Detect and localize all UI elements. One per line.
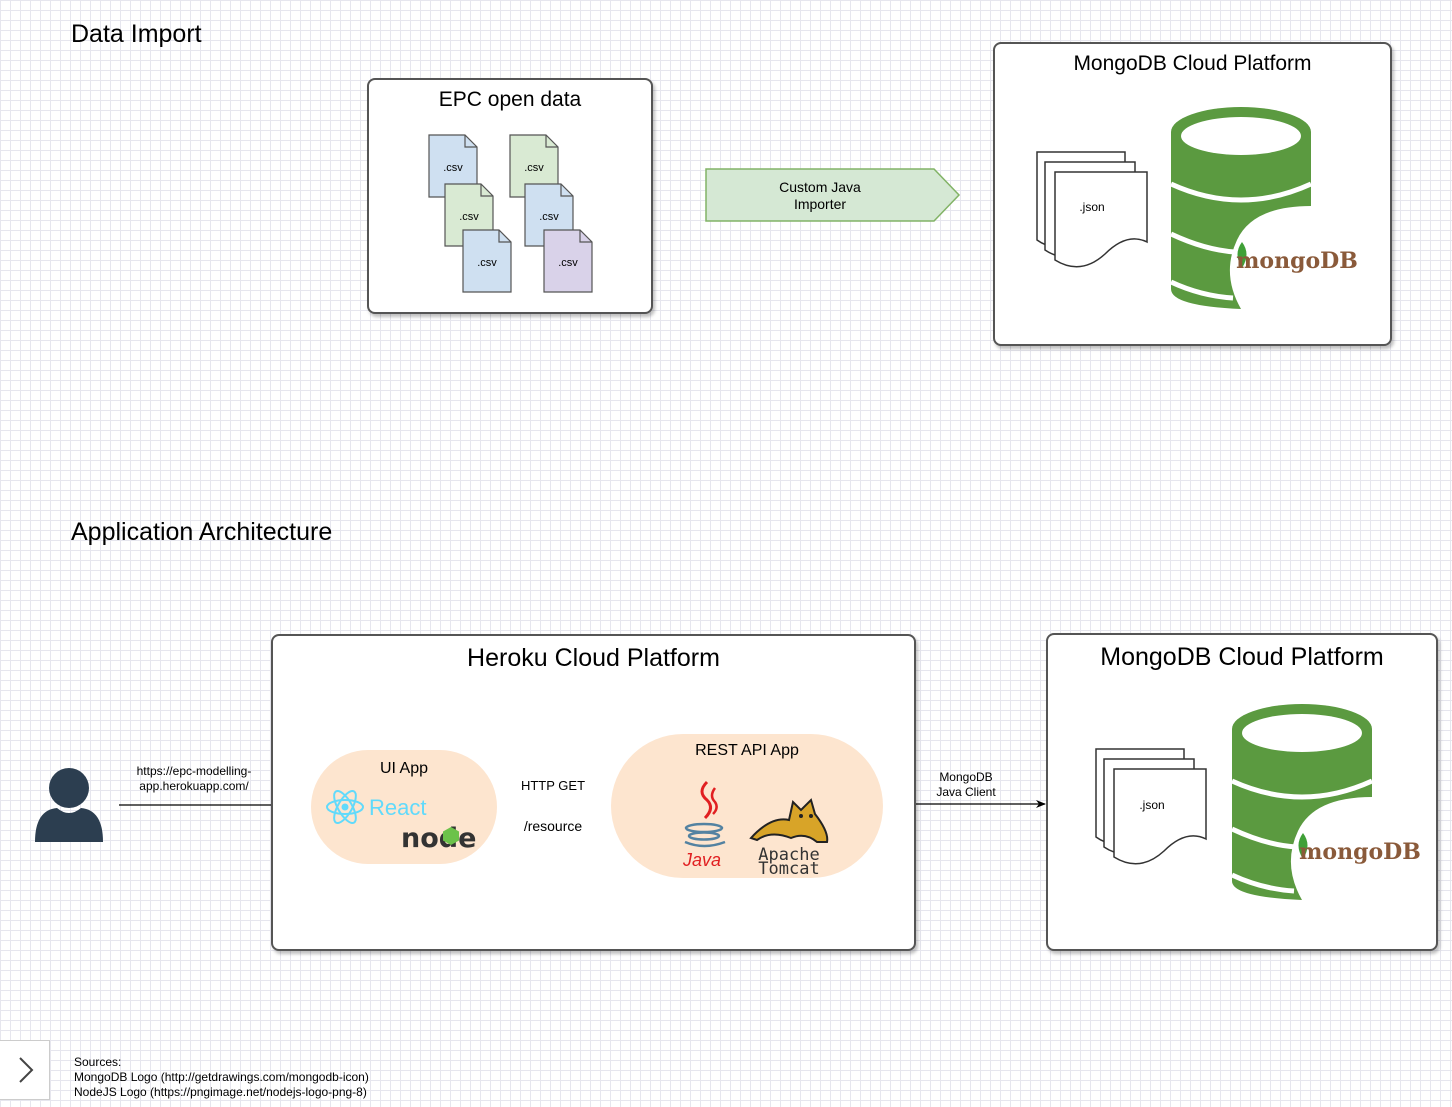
ui-app-logos: React node: [326, 790, 476, 854]
importer-arrow-shape[interactable]: [705, 168, 961, 222]
csv-file-label: .csv: [477, 257, 497, 269]
mongodb-logo-text: mongoDB: [1299, 839, 1421, 865]
http-method-label: HTTP GET: [520, 778, 586, 793]
importer-label: Custom Java Importer: [706, 179, 960, 213]
csv-file-label: .csv: [459, 211, 479, 223]
http-resource-label: /resource: [523, 818, 583, 834]
user-link-line1: https://epc-modelling-: [136, 764, 252, 778]
user-icon[interactable]: [33, 766, 105, 844]
csv-file-icon[interactable]: .csv: [543, 229, 593, 293]
heroku-box-title: Heroku Cloud Platform: [467, 644, 720, 672]
csv-files-group: .csv .csv .csv .csv .csv .csv: [428, 134, 593, 293]
csv-file-label: .csv: [443, 162, 463, 174]
user-link-label[interactable]: https://epc-modelling- app.herokuapp.com…: [120, 764, 268, 794]
epc-open-data-box[interactable]: EPC open data .csv .csv .csv .csv .csv: [367, 78, 653, 314]
tomcat-logo-line1: Apache: [758, 845, 819, 865]
mongodb-cloud-box-top[interactable]: MongoDB Cloud Platform .json mongoDB: [993, 42, 1392, 346]
section-title-data-import: Data Import: [71, 20, 202, 48]
mongo-client-label: MongoDB Java Client: [916, 770, 1016, 800]
sources-note: Sources: MongoDB Logo (http://getdrawing…: [74, 1055, 369, 1100]
sources-line1: MongoDB Logo (http://getdrawings.com/mon…: [74, 1070, 369, 1084]
java-logo-text: Java: [682, 850, 721, 870]
json-documents-icon: .json: [1095, 748, 1207, 865]
mongo-top-graphics: .json mongoDB: [1036, 107, 1358, 309]
csv-file-label: .csv: [524, 162, 544, 174]
csv-file-icon[interactable]: .csv: [428, 134, 478, 198]
mongodb-bottom-box-title: MongoDB Cloud Platform: [1100, 643, 1384, 671]
tomcat-logo-line2: Tomcat: [758, 859, 819, 879]
mongodb-database-icon: mongoDB: [1169, 107, 1358, 309]
ui-app-node[interactable]: UI App React node: [311, 750, 497, 864]
section-title-app-architecture: Application Architecture: [71, 518, 333, 546]
node-hexagon-icon: [443, 827, 459, 845]
node-logo-text: node: [401, 823, 476, 854]
mongodb-cloud-box-bottom[interactable]: MongoDB Cloud Platform .json mongoDB: [1046, 633, 1438, 951]
json-doc-label: .json: [1079, 200, 1104, 214]
json-doc-label: .json: [1139, 798, 1164, 812]
heroku-cloud-box[interactable]: Heroku Cloud Platform UI App React node …: [271, 634, 916, 951]
csv-file-label: .csv: [558, 257, 578, 269]
json-documents-icon: .json: [1036, 151, 1148, 268]
mongodb-leaf-icon: [1298, 833, 1308, 859]
rest-app-logos: Java Apache Tomcat: [682, 780, 829, 879]
mongodb-logo-text: mongoDB: [1236, 248, 1358, 274]
importer-label-line2: Importer: [793, 196, 847, 212]
csv-file-label: .csv: [539, 211, 559, 223]
csv-file-icon[interactable]: .csv: [509, 134, 559, 198]
mongodb-database-icon: mongoDB: [1230, 704, 1421, 900]
user-link-line2: app.herokuapp.com/: [139, 779, 249, 793]
importer-label-line1: Custom Java: [779, 179, 861, 195]
ui-app-title: UI App: [379, 760, 429, 777]
tomcat-icon: Apache Tomcat: [749, 798, 829, 879]
react-icon: [326, 790, 364, 824]
epc-box-title: EPC open data: [438, 88, 582, 111]
mongo-bottom-graphics: .json mongoDB: [1095, 704, 1421, 900]
java-icon: Java: [682, 780, 726, 870]
chevron-right-icon: [18, 1057, 33, 1083]
mongo-client-line2: Java Client: [936, 785, 996, 799]
react-label: React: [369, 795, 426, 820]
sources-line2: NodeJS Logo (https://pngimage.net/nodejs…: [74, 1085, 367, 1099]
csv-file-icon[interactable]: .csv: [462, 229, 512, 293]
rest-app-title: REST API App: [695, 742, 799, 759]
mongodb-box-title: MongoDB Cloud Platform: [1073, 52, 1312, 75]
mongodb-leaf-icon: [1237, 242, 1247, 268]
expand-panel-button[interactable]: [0, 1040, 50, 1100]
rest-api-app-node[interactable]: REST API App Java Apache Tomcat: [611, 734, 883, 879]
mongo-client-line1: MongoDB: [939, 770, 993, 784]
sources-heading: Sources:: [74, 1055, 122, 1069]
